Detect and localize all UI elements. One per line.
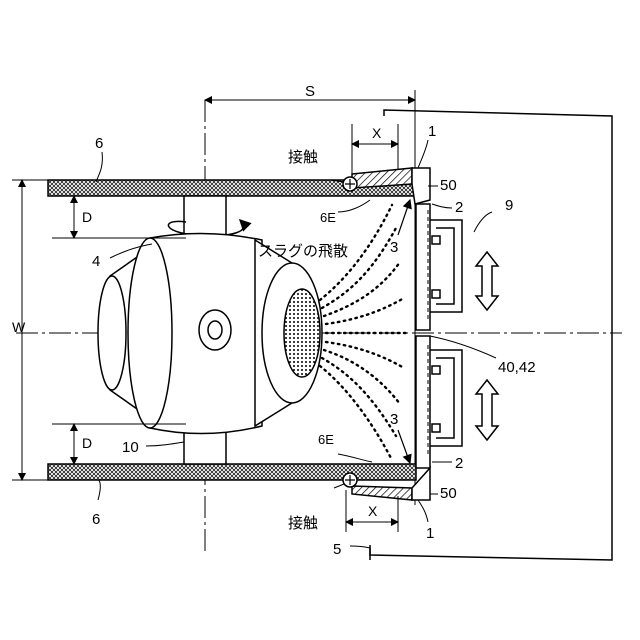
label-d-top: D bbox=[82, 209, 92, 225]
bottom-rail bbox=[48, 464, 416, 480]
ref-40-42: 40,42 bbox=[498, 359, 536, 376]
ref-2-top: 2 bbox=[455, 199, 463, 216]
top-nozzle-block bbox=[343, 168, 430, 204]
ref-50-top: 50 bbox=[440, 177, 457, 194]
label-w: W bbox=[12, 319, 26, 335]
slag-arrows-3 bbox=[398, 200, 410, 463]
label-x-bottom: X bbox=[368, 503, 378, 519]
ref-50-bottom: 50 bbox=[440, 485, 457, 502]
ref-6-bottom: 6 bbox=[92, 511, 100, 528]
ref-9: 9 bbox=[505, 197, 513, 214]
slag-scatter-label: スラグの飛散 bbox=[258, 243, 348, 260]
label-x-top: X bbox=[372, 125, 382, 141]
ref-6-top: 6 bbox=[95, 135, 103, 152]
ref-6e-top: 6E bbox=[320, 210, 336, 225]
ref-3-bottom: 3 bbox=[390, 411, 398, 428]
ref-3-top: 3 bbox=[390, 239, 398, 256]
ref-5: 5 bbox=[333, 541, 341, 558]
gate-plates bbox=[416, 204, 430, 468]
ref-10: 10 bbox=[122, 439, 139, 456]
label-s: S bbox=[305, 83, 315, 100]
ref-1-bottom: 1 bbox=[426, 525, 434, 542]
ref-1-top: 1 bbox=[428, 123, 436, 140]
movement-arrow-top bbox=[476, 252, 498, 310]
dimension-s: S bbox=[205, 83, 415, 100]
slide-unit-top bbox=[428, 210, 462, 320]
ladle-body bbox=[98, 233, 322, 433]
ref-2-bottom: 2 bbox=[455, 455, 463, 472]
movement-arrow-bottom bbox=[476, 380, 498, 440]
contact-label-top: 接触 bbox=[288, 149, 318, 166]
dimension-d-top bbox=[52, 196, 186, 238]
slide-unit-bottom bbox=[428, 345, 462, 455]
contact-label-bottom: 接触 bbox=[288, 515, 318, 532]
ref-6e-bottom: 6E bbox=[318, 432, 334, 447]
ref-4: 4 bbox=[92, 253, 100, 270]
label-d-bottom: D bbox=[82, 435, 92, 451]
